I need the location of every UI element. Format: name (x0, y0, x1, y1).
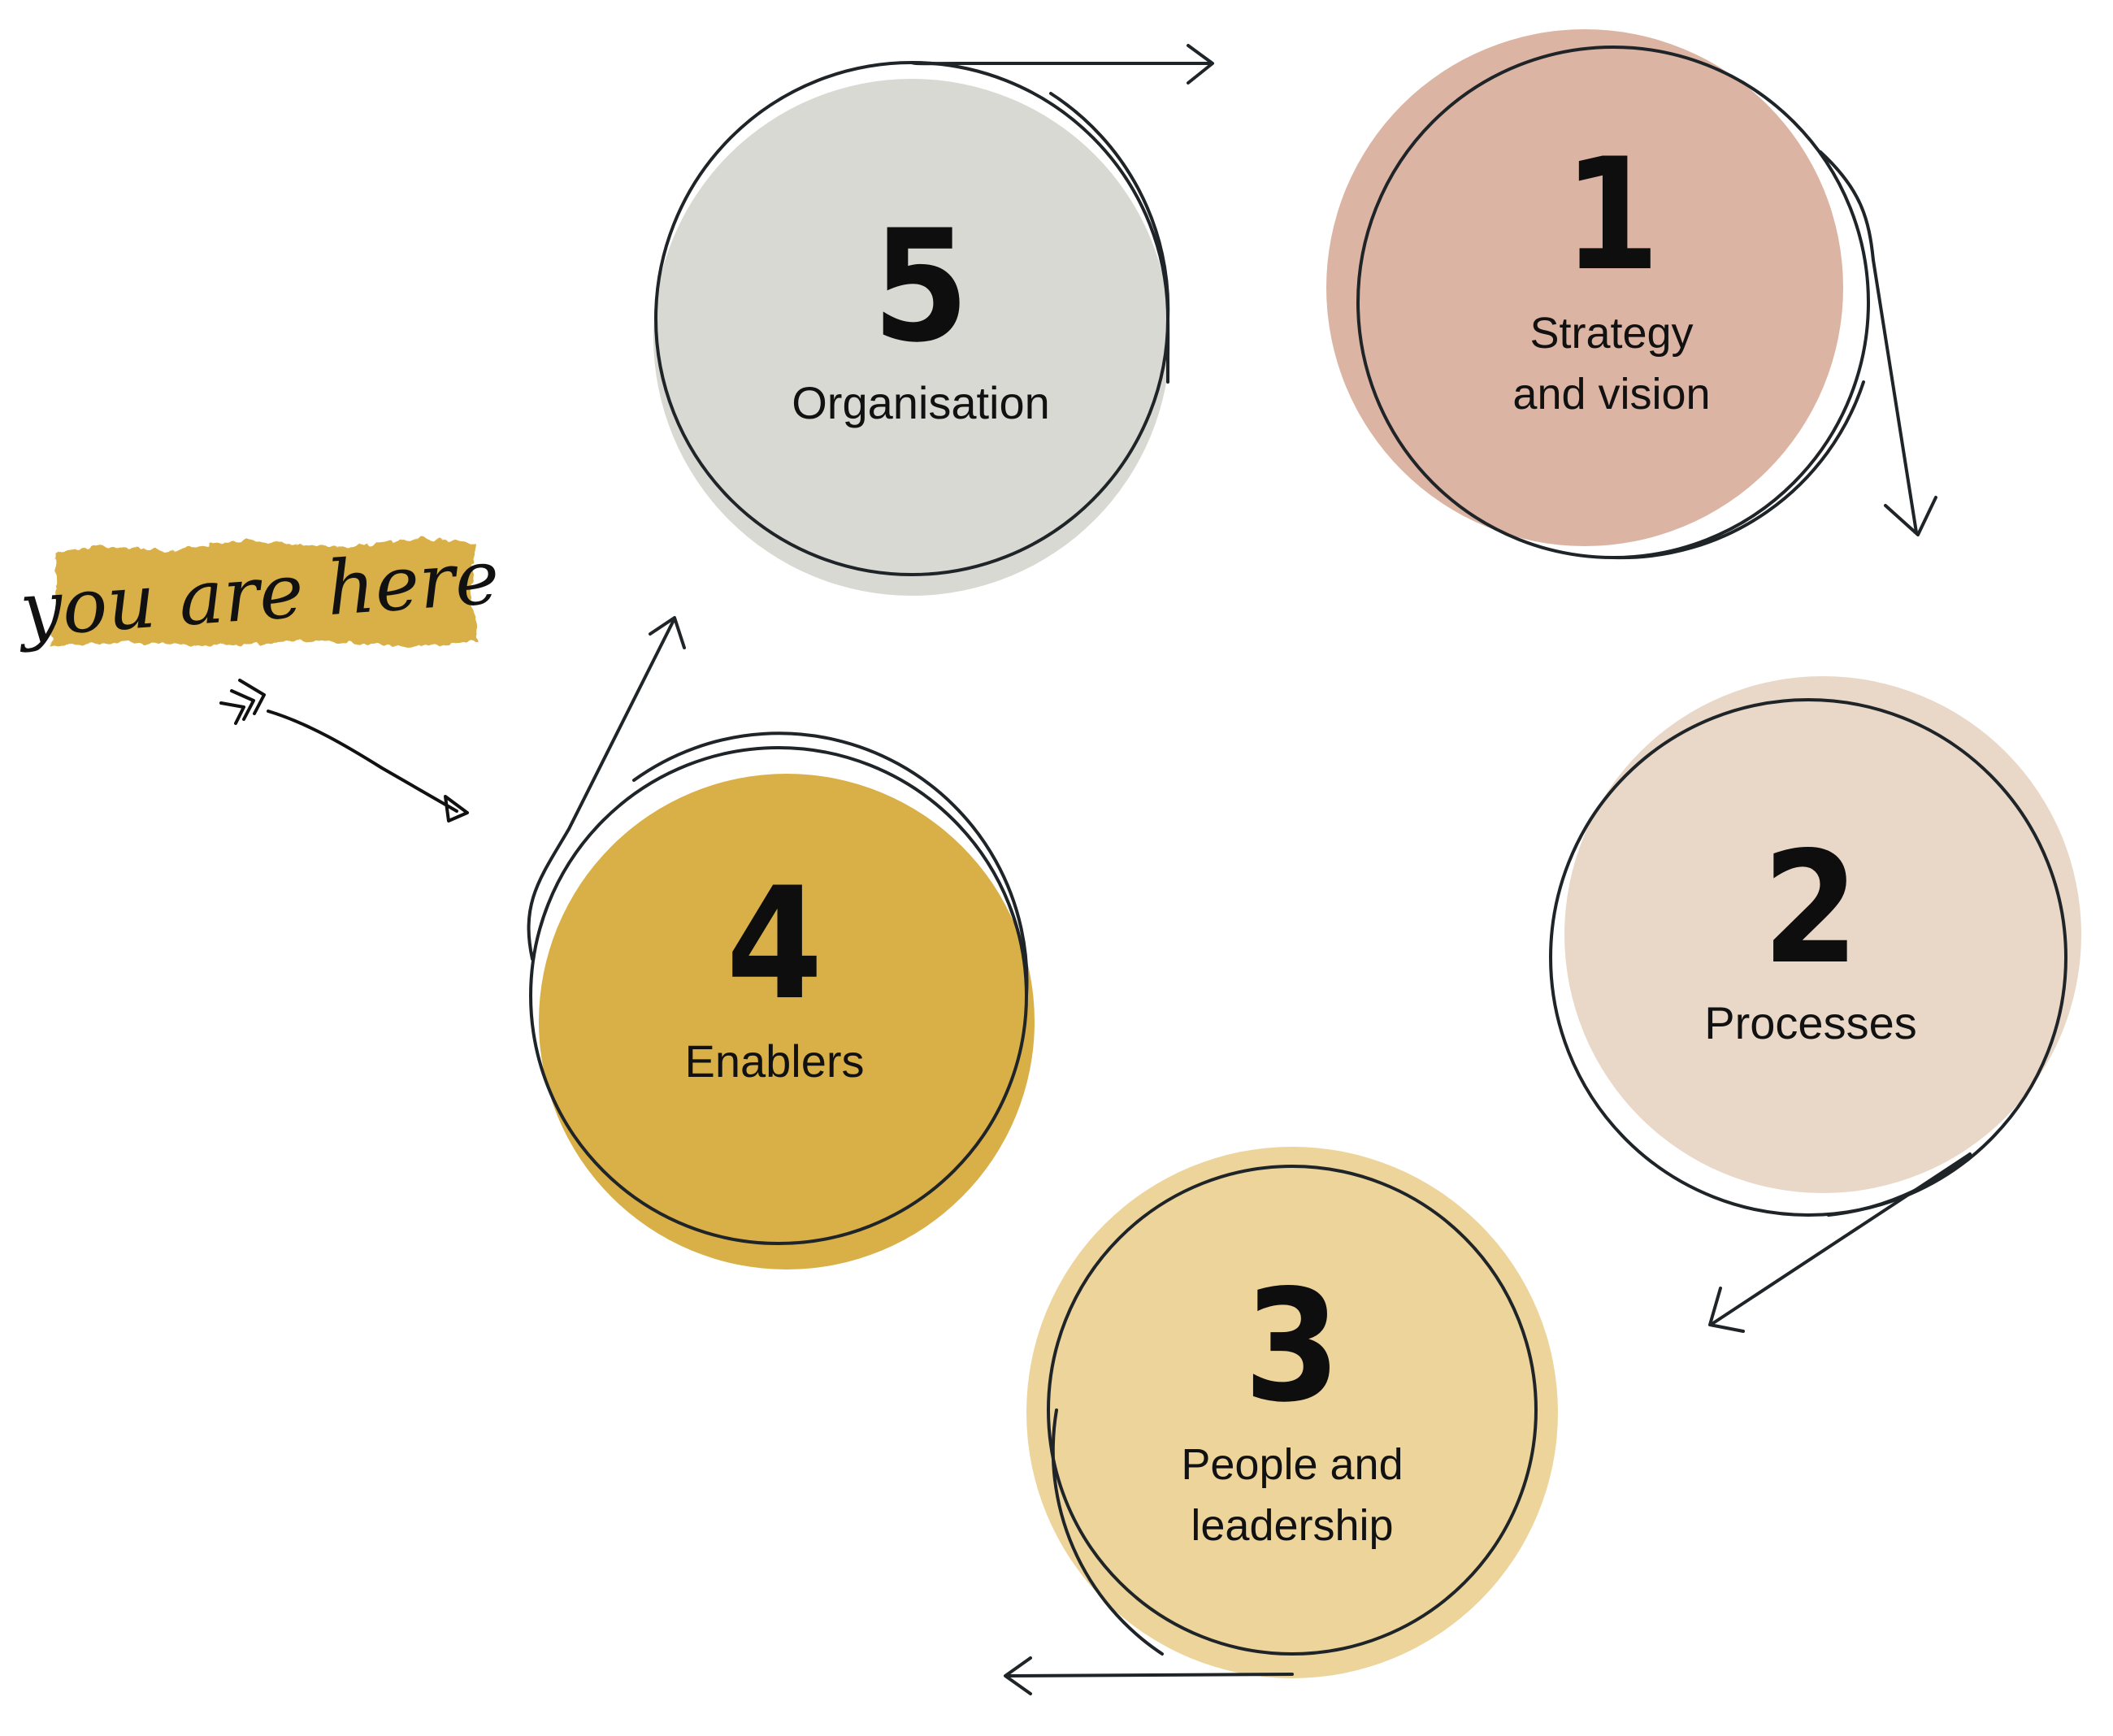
step-5-node: 5 Organisation (653, 61, 1170, 596)
arrow-4-to-5-icon (527, 616, 1029, 997)
step-2-number: 2 (1763, 818, 1859, 998)
arrow-5-to-1-icon (910, 44, 1214, 384)
step-4-label: Enablers (684, 1035, 864, 1087)
step-2-label: Processes (1704, 997, 1916, 1048)
arrow-1-to-2-icon (1612, 150, 1937, 560)
badge-brush-stroke (50, 538, 478, 647)
you-are-here-badge: you are here (14, 534, 502, 654)
step-2-node: 2 Processes (1549, 676, 2081, 1217)
step-4-number: 4 (727, 854, 823, 1034)
step-4-node: 4 Enablers (529, 746, 1035, 1269)
step-2-fill (1564, 676, 2081, 1193)
hand-drawn-arrow-icon (219, 679, 469, 822)
step-1-node: 1 Strategy and vision (1326, 29, 1870, 559)
step-3-fill (1026, 1147, 1558, 1678)
arrow-3-to-4-icon (1004, 1408, 1294, 1695)
arrow-2-to-3-icon (1708, 1152, 1972, 1333)
step-3-outline (1047, 1165, 1538, 1656)
step-1-label-line1: Strategy (1529, 309, 1693, 358)
step-3-label-line1: People and (1181, 1440, 1403, 1489)
step-4-fill (539, 774, 1035, 1269)
step-1-label-line2: and vision (1512, 370, 1710, 419)
step-2-outline (1549, 698, 2067, 1217)
step-3-node: 3 People and leadership (1026, 1147, 1558, 1678)
step-5-label: Organisation (792, 377, 1050, 428)
step-5-fill (653, 79, 1170, 596)
step-3-label-line2: leadership (1191, 1501, 1393, 1550)
step-1-number: 1 (1564, 125, 1660, 305)
step-3-number: 3 (1244, 1256, 1341, 1436)
step-5-number: 5 (873, 197, 970, 376)
step-1-fill (1326, 29, 1843, 546)
